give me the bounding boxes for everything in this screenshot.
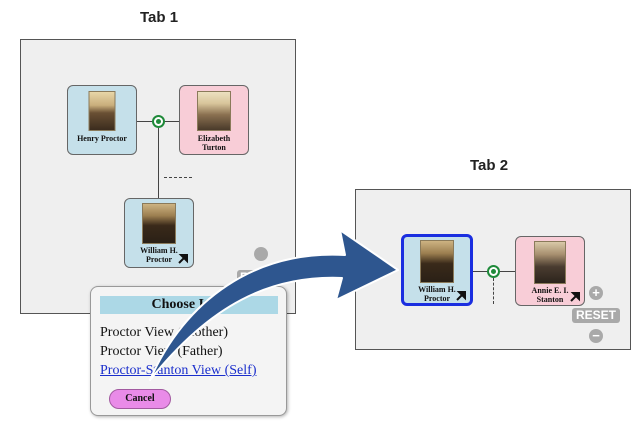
navigate-arrow-icon[interactable] bbox=[569, 290, 581, 302]
option-proctor-view-mother[interactable]: Proctor View (Mother) bbox=[100, 325, 228, 340]
tab1-panel: Henry Proctor Elizabeth Turton William H… bbox=[20, 39, 296, 314]
person-card-william-h-proctor[interactable]: William H. Proctor bbox=[401, 234, 473, 306]
person-card-elizabeth-turton[interactable]: Elizabeth Turton bbox=[179, 85, 249, 155]
zoom-in-button[interactable]: + bbox=[589, 286, 603, 300]
reset-button[interactable]: RESET bbox=[572, 308, 620, 323]
sibling-dash-line bbox=[164, 177, 192, 178]
reset-button[interactable]: RESET bbox=[237, 270, 283, 285]
option-proctor-view-father[interactable]: Proctor View (Father) bbox=[100, 344, 223, 359]
portrait-photo bbox=[88, 91, 116, 131]
tab2-panel: William H. Proctor Annie E. I. Stanton +… bbox=[355, 189, 631, 350]
portrait-photo bbox=[420, 240, 454, 283]
cancel-button[interactable]: Cancel bbox=[109, 389, 171, 409]
person-name: William H. Proctor bbox=[418, 285, 456, 303]
portrait-photo bbox=[142, 203, 176, 244]
union-marker-icon[interactable] bbox=[487, 265, 500, 278]
descent-dash-line bbox=[493, 278, 494, 304]
option-proctor-stanton-view-self[interactable]: Proctor-Stanton View (Self) bbox=[100, 363, 257, 378]
tab2-title: Tab 2 bbox=[470, 157, 509, 174]
zoom-in-button[interactable] bbox=[254, 247, 268, 261]
person-name: Henry Proctor bbox=[77, 134, 127, 143]
tab1-title: Tab 1 bbox=[140, 9, 179, 26]
couple-line bbox=[108, 121, 179, 122]
person-name: Elizabeth Turton bbox=[197, 134, 231, 152]
union-marker-icon[interactable] bbox=[152, 115, 165, 128]
navigate-arrow-icon[interactable] bbox=[455, 289, 467, 301]
choose-item-dialog: Choose Item Proctor View (Mother) Procto… bbox=[90, 286, 287, 416]
portrait-photo bbox=[197, 91, 231, 131]
person-name: Annie E. I. Stanton bbox=[531, 286, 569, 304]
portrait-photo bbox=[534, 241, 566, 284]
descent-line bbox=[158, 128, 159, 198]
dialog-title: Choose Item bbox=[100, 296, 278, 314]
person-card-william-h-proctor[interactable]: William H. Proctor bbox=[124, 198, 194, 268]
zoom-out-button[interactable]: − bbox=[589, 329, 603, 343]
person-card-annie-e-i-stanton[interactable]: Annie E. I. Stanton bbox=[515, 236, 585, 306]
navigate-arrow-icon[interactable] bbox=[177, 252, 189, 264]
person-card-henry-proctor[interactable]: Henry Proctor bbox=[67, 85, 137, 155]
